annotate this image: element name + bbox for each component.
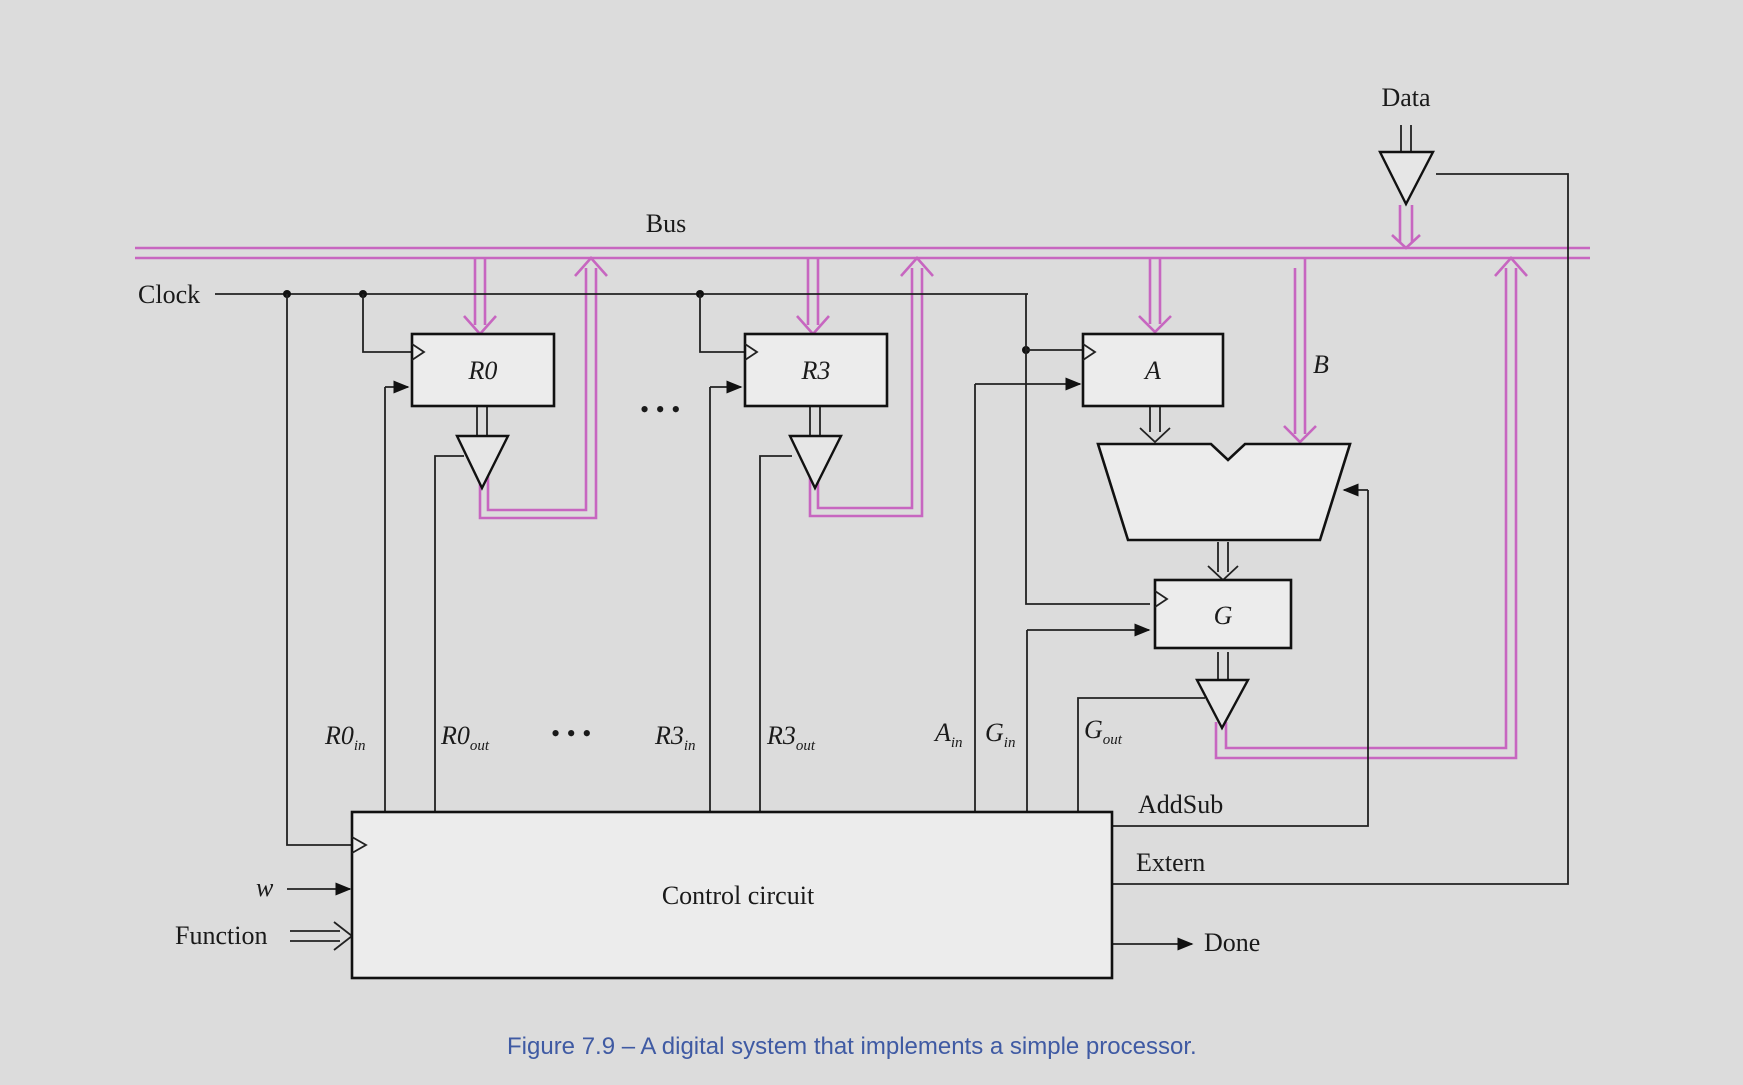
register-r0: R0: [410, 332, 556, 408]
figure-caption: Figure 7.9 – A digital system that imple…: [507, 1033, 1197, 1060]
w-label: w: [256, 873, 274, 902]
bus-lines: [135, 205, 1590, 760]
register-a: A: [1081, 332, 1225, 408]
register-g: G: [1153, 578, 1293, 650]
data-tristate-buffer: [1378, 150, 1435, 207]
alu-shape: [1096, 442, 1352, 542]
r3-out-signal: R3out: [766, 721, 816, 754]
g-in-signal: Gin: [985, 718, 1015, 751]
clock-label: Clock: [138, 280, 200, 309]
r0-label: R0: [468, 356, 498, 385]
r0-out-signal: R0out: [440, 721, 490, 754]
bus-label: Bus: [646, 209, 686, 238]
data-label: Data: [1381, 83, 1431, 112]
register-ellipsis: • • •: [640, 395, 680, 424]
r3-tristate-buffer: [788, 434, 843, 491]
control-wires: [215, 173, 1569, 951]
done-label: Done: [1204, 928, 1260, 957]
b-label: B: [1313, 350, 1329, 379]
function-label: Function: [175, 921, 267, 950]
control-circuit: Control circuit: [350, 810, 1114, 980]
a-label: A: [1143, 356, 1161, 385]
addsub-label: AddSub: [1138, 790, 1223, 819]
a-in-signal: Ain: [933, 718, 963, 751]
extern-label: Extern: [1136, 848, 1205, 877]
r3-label: R3: [801, 356, 831, 385]
signal-ellipsis: • • •: [551, 719, 591, 748]
r0-in-signal: R0in: [324, 721, 366, 754]
g-tristate-buffer: [1195, 678, 1251, 731]
r0-tristate-buffer: [455, 434, 510, 491]
r3-in-signal: R3in: [654, 721, 696, 754]
control-circuit-label: Control circuit: [662, 881, 815, 910]
g-label: G: [1214, 601, 1233, 630]
g-out-signal: Gout: [1084, 715, 1123, 748]
register-r3: R3: [743, 332, 889, 408]
